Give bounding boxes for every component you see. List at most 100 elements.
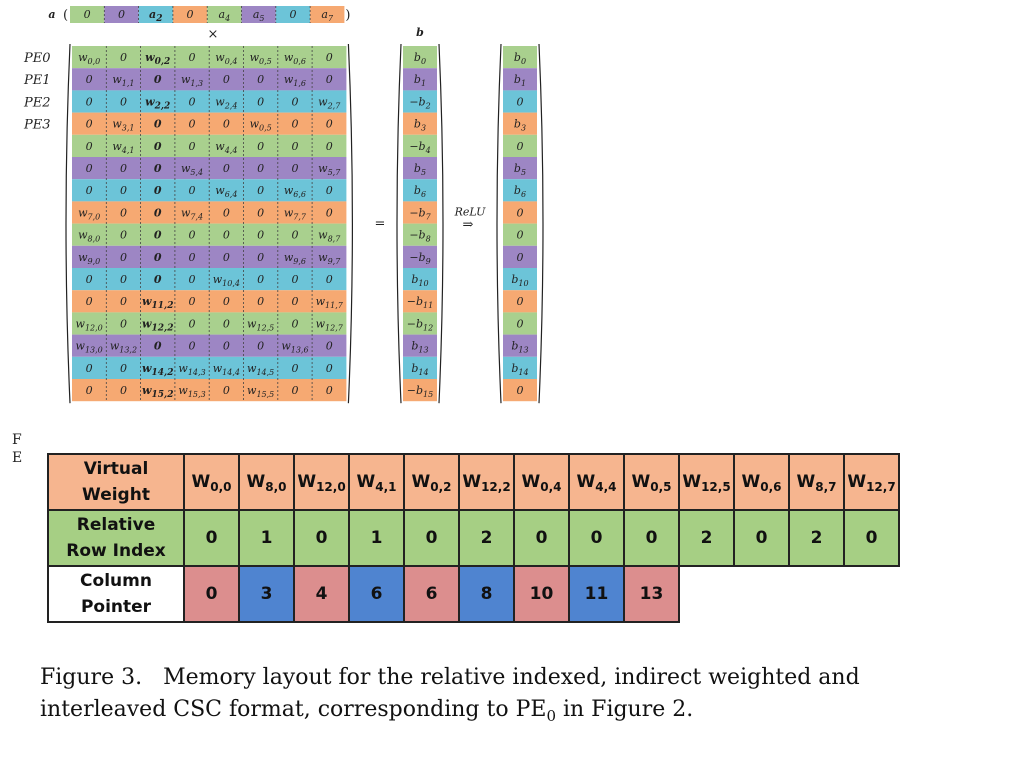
matrix-cell: w7,4 <box>181 206 203 221</box>
vector-out-cell <box>503 268 537 291</box>
matrix-cell: 0 <box>154 140 162 153</box>
matrix-cell: 0 <box>223 73 230 86</box>
vector-out-paren-right <box>538 43 544 404</box>
caption-text-end: in Figure 2. <box>555 697 694 722</box>
empty-cell <box>844 566 899 622</box>
vector-b-cell <box>403 134 437 157</box>
vector-out-cell <box>503 312 537 335</box>
matrix-cell: 0 <box>120 251 127 264</box>
matrix-cell: 0 <box>120 384 127 397</box>
relu-label: ReLU <box>454 206 486 219</box>
vector-out-entry: 0 <box>517 229 524 242</box>
vector-b-cell <box>403 356 437 379</box>
matrix-cell: 0 <box>223 118 230 131</box>
vector-b-entry: −b8 <box>409 229 430 244</box>
clipped-text-line: F <box>12 432 22 448</box>
vector-a-cell <box>104 6 139 23</box>
matrix-cell: 0 <box>326 384 333 397</box>
matrix-cell: 0 <box>326 51 333 64</box>
vector-b-entry: b13 <box>411 340 428 355</box>
vector-out-cell <box>503 179 537 202</box>
column-pointer-cell: 13 <box>623 565 680 623</box>
virtual-weight-cell: W12,7 <box>843 453 900 511</box>
matrix-paren-right <box>347 43 353 404</box>
vector-a-entry: 0 <box>289 8 296 21</box>
vector-out-entry: 0 <box>517 140 524 153</box>
vector-out-entry: 0 <box>517 95 524 108</box>
column-pointer-cell: 11 <box>568 565 625 623</box>
matrix-cell: w10,4 <box>213 273 240 288</box>
matrix-cell: w0,0 <box>78 51 100 66</box>
relative-row-index-cell: 0 <box>568 509 625 567</box>
vector-out-entry: 0 <box>517 251 524 264</box>
matrix-cell: w13,2 <box>110 340 137 355</box>
matrix-cell: 0 <box>86 384 93 397</box>
matrix-paren-left <box>65 43 71 404</box>
matrix-cell: 0 <box>291 95 298 108</box>
relative-row-index-cell: 0 <box>843 509 900 567</box>
vector-out-entry: b0 <box>514 51 526 66</box>
vector-a-entry: a7 <box>321 8 334 23</box>
column-pointer-cell: 4 <box>293 565 350 623</box>
matrix-cell: 0 <box>189 184 196 197</box>
vector-a-cell <box>70 6 105 23</box>
virtual-weight-cell: W8,0 <box>238 453 295 511</box>
matrix-cell: w14,2 <box>142 362 173 378</box>
virtual-weight-cell: W0,5 <box>623 453 680 511</box>
matrix-cell: 0 <box>291 295 298 308</box>
matrix-cell: 0 <box>86 362 93 375</box>
vector-out-entry: 0 <box>517 206 524 219</box>
matrix-row-band <box>72 90 347 113</box>
caption-text: Memory layout for the relative indexed, … <box>40 665 860 722</box>
matrix-cell: w0,2 <box>145 51 170 67</box>
matrix-cell: 0 <box>86 184 93 197</box>
row-header-line: Relative <box>76 515 156 535</box>
virtual-weight-cell: W0,0 <box>183 453 240 511</box>
vector-b-entry: −b7 <box>409 206 431 221</box>
vector-b-cell <box>403 179 437 202</box>
matrix-cell: w3,1 <box>112 118 134 133</box>
vector-a-entry: 0 <box>84 8 91 21</box>
vector-out-entry: b13 <box>511 340 528 355</box>
matrix-cell: 0 <box>189 51 196 64</box>
figure-caption: Figure 3. Memory layout for the relative… <box>40 662 920 727</box>
vector-b-entry: b14 <box>411 362 428 377</box>
empty-cell <box>679 566 734 622</box>
matrix-cell: w15,2 <box>142 384 173 400</box>
relative-row-index-cell: 0 <box>623 509 680 567</box>
empty-cell <box>789 566 844 622</box>
vector-out-paren-left <box>496 43 502 404</box>
vector-b-cell <box>403 245 437 268</box>
vector-b-entry: b0 <box>414 51 426 66</box>
pe-label: PE3 <box>23 118 51 133</box>
matrix-cell: 0 <box>154 73 162 86</box>
vector-out-entry: 0 <box>517 295 524 308</box>
matrix-cell: w5,4 <box>181 162 203 177</box>
vector-b-entry: b1 <box>414 73 426 88</box>
vector-a-paren-left: ( <box>63 8 68 23</box>
column-pointer-cell: 3 <box>238 565 295 623</box>
vector-b-entry: −b9 <box>409 251 430 266</box>
vector-b-entry: −b15 <box>407 384 433 399</box>
vector-out-entry: 0 <box>517 317 524 330</box>
matrix-cell: 0 <box>326 206 333 219</box>
relative-row-index-cell: 1 <box>238 509 295 567</box>
vector-a-entry: a2 <box>149 8 162 24</box>
matrix-cell: 0 <box>223 317 230 330</box>
matrix-cell: w2,4 <box>215 95 237 110</box>
matrix-cell: 0 <box>120 273 127 286</box>
matrix-cell: 0 <box>154 251 162 264</box>
vector-out-cell <box>503 245 537 268</box>
vector-b-cell <box>403 223 437 246</box>
empty-cell <box>734 566 789 622</box>
vector-a-cell <box>241 6 276 23</box>
vector-out-cell <box>503 112 537 135</box>
vector-out-cell <box>503 134 537 157</box>
